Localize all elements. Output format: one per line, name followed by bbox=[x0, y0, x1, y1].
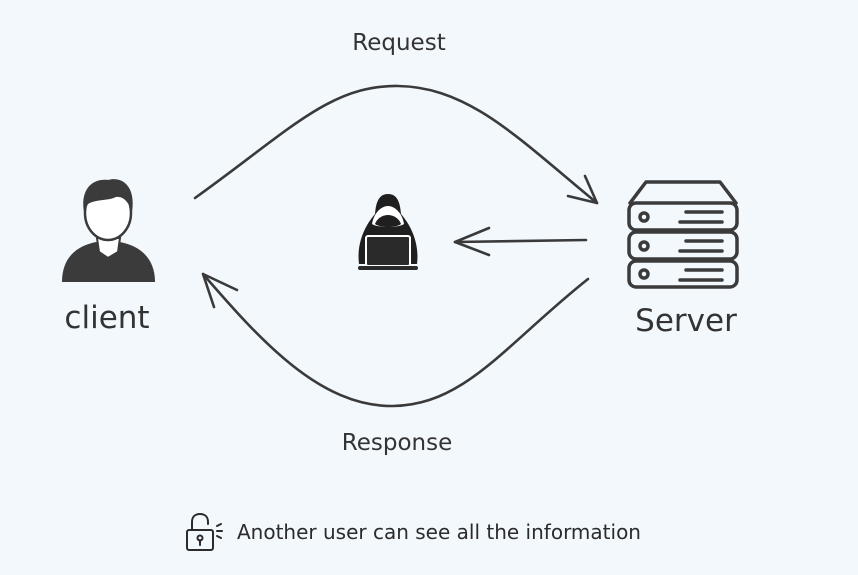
client-label: client bbox=[64, 300, 150, 336]
request-label: Request bbox=[352, 30, 446, 56]
request-arrow bbox=[193, 84, 599, 205]
unlocked-padlock-icon bbox=[186, 513, 223, 551]
intercept-arrow bbox=[453, 226, 588, 257]
hooded-hacker-icon bbox=[358, 194, 418, 270]
server-label: Server bbox=[635, 303, 737, 339]
response-label: Response bbox=[341, 430, 453, 456]
response-arrow bbox=[201, 272, 590, 408]
warning-text: Another user can see all the information bbox=[237, 520, 641, 544]
person-icon bbox=[62, 179, 155, 282]
warning-note: Another user can see all the information bbox=[185, 512, 641, 552]
server-rack-icon bbox=[627, 180, 739, 289]
